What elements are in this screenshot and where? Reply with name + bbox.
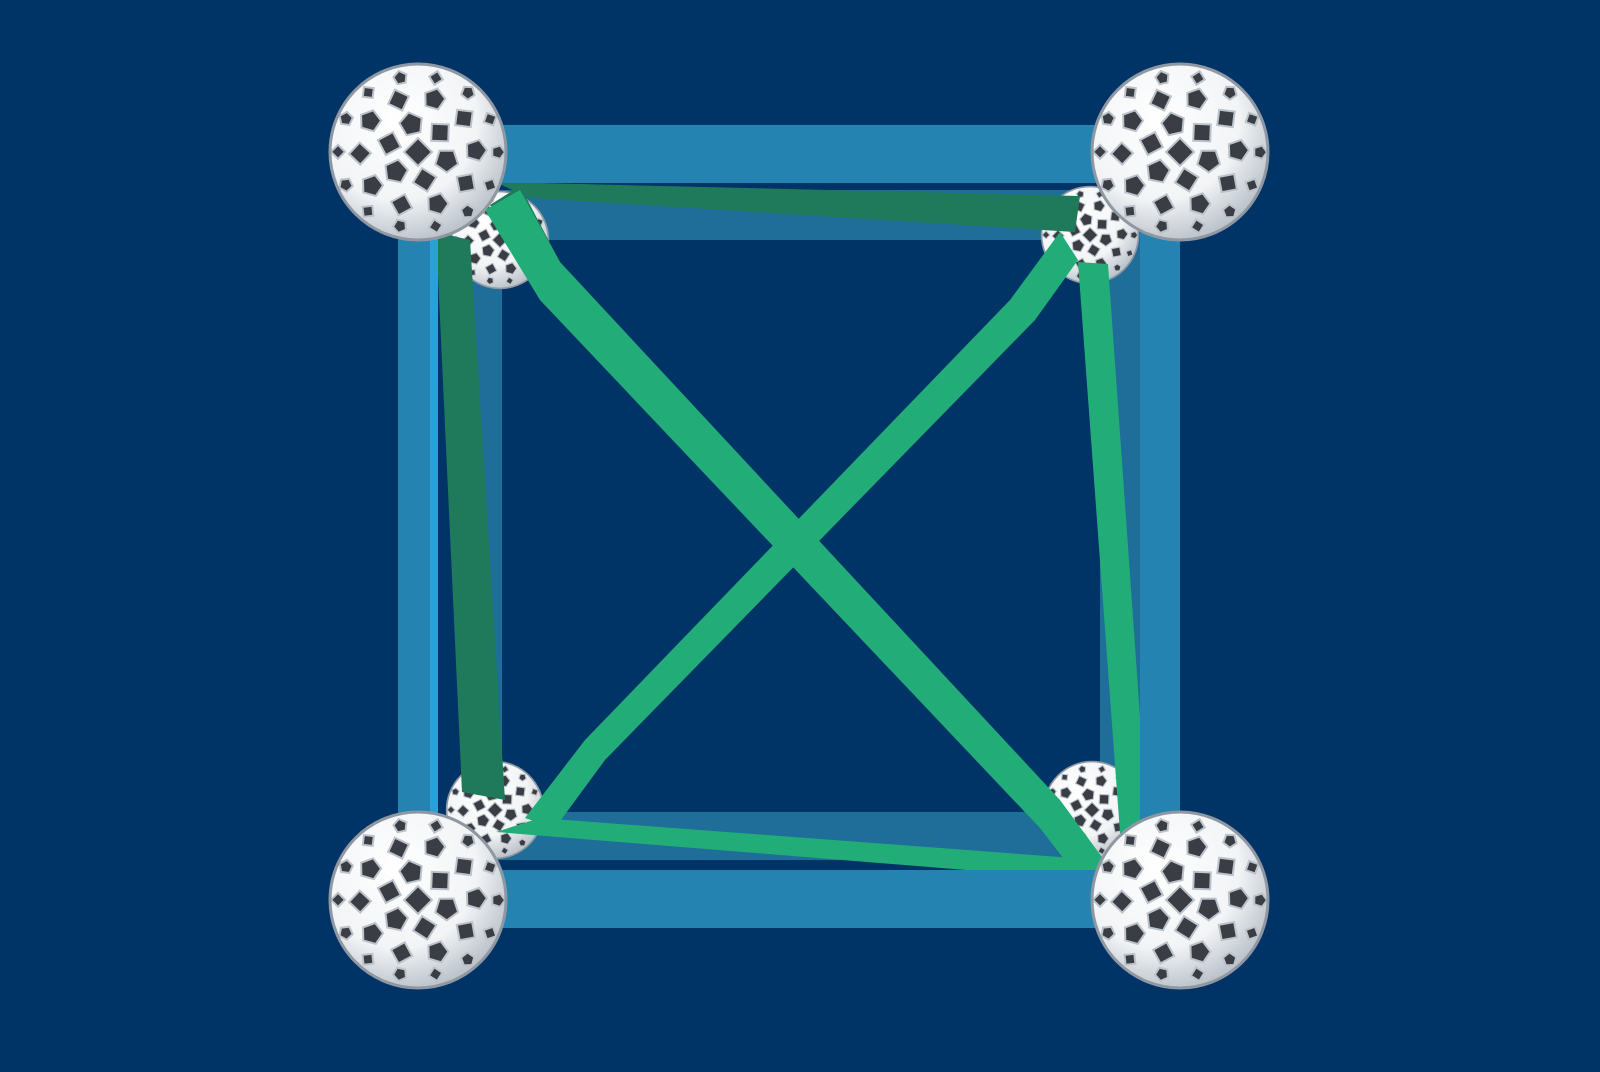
front-cube-frame: [398, 125, 1180, 928]
tetra-strut-top: [495, 182, 1080, 232]
front-bottom-strut: [420, 870, 1180, 928]
front-top-strut: [420, 125, 1180, 183]
tetra-strut-right: [1078, 262, 1150, 860]
node-front-bottom-left: [328, 810, 508, 990]
node-front-bottom-right: [1090, 810, 1270, 990]
front-right-strut: [1140, 160, 1180, 900]
node-front-top-left: [328, 62, 508, 242]
tetrahedron-frame: [436, 182, 1150, 880]
front-nodes: [328, 62, 1270, 990]
front-left-strut-highlight: [430, 235, 438, 815]
tetra-strut-bottom: [496, 818, 1100, 880]
node-front-top-right: [1090, 62, 1270, 242]
tetra-strut-diagonal-falling: [485, 190, 1110, 880]
tetra-strut-left: [436, 232, 505, 800]
